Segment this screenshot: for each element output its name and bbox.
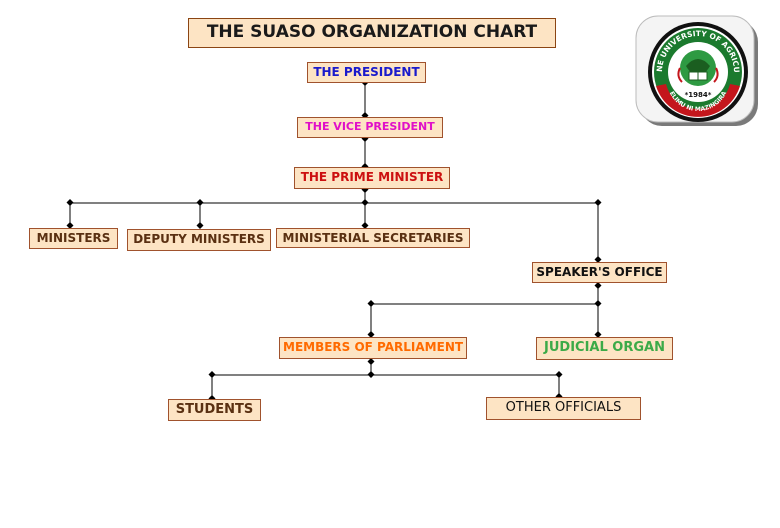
chart-title: THE SUASO ORGANIZATION CHART	[188, 18, 556, 48]
svg-text:*1984*: *1984*	[685, 91, 712, 99]
node-president-label: THE PRESIDENT	[313, 65, 420, 79]
node-ministers-label: MINISTERS	[36, 231, 111, 245]
node-judicial-organ-label: JUDICIAL ORGAN	[544, 340, 665, 355]
node-vice-president-label: THE VICE PRESIDENT	[305, 120, 435, 133]
node-speakers-office-label: SPEAKER'S OFFICE	[536, 265, 663, 279]
node-members-of-parliament: MEMBERS OF PARLIAMENT	[279, 337, 467, 359]
node-other-officials: OTHER OFFICIALS	[486, 397, 641, 420]
node-speakers-office: SPEAKER'S OFFICE	[532, 262, 667, 283]
node-students: STUDENTS	[168, 399, 261, 421]
node-deputy-ministers: DEPUTY MINISTERS	[127, 229, 271, 251]
node-ministerial-secretaries: MINISTERIAL SECRETARIES	[276, 228, 470, 248]
node-students-label: STUDENTS	[175, 402, 254, 417]
node-other-officials-label: OTHER OFFICIALS	[505, 400, 622, 415]
node-members-of-parliament-label: MEMBERS OF PARLIAMENT	[283, 340, 464, 354]
node-prime-minister-label: THE PRIME MINISTER	[300, 170, 444, 184]
node-president: THE PRESIDENT	[307, 62, 426, 83]
node-ministers: MINISTERS	[29, 228, 118, 249]
node-vice-president: THE VICE PRESIDENT	[297, 117, 443, 138]
node-prime-minister: THE PRIME MINISTER	[294, 167, 450, 189]
university-seal-icon: SOKOINE UNIVERSITY OF AGRICULTURE ELIMU …	[634, 14, 758, 126]
node-deputy-ministers-label: DEPUTY MINISTERS	[133, 232, 265, 246]
node-judicial-organ: JUDICIAL ORGAN	[536, 337, 673, 360]
node-ministerial-secretaries-label: MINISTERIAL SECRETARIES	[282, 231, 464, 245]
